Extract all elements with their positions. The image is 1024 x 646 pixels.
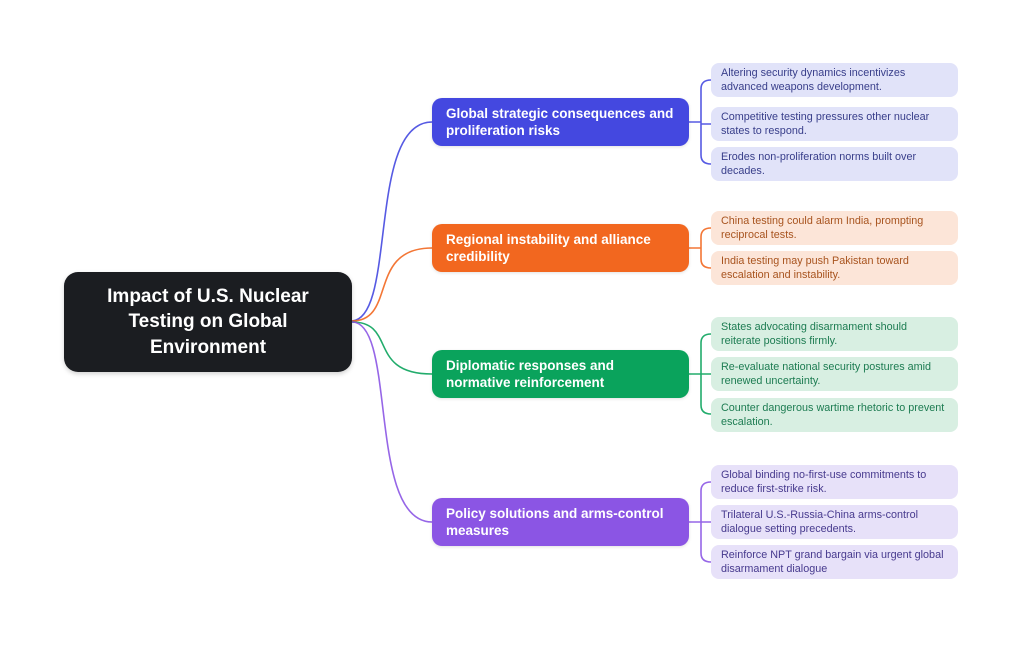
connector-root-to-branch-3: [351, 321, 433, 375]
leaf-node[interactable]: Erodes non-proliferation norms built ove…: [711, 147, 958, 181]
connector-root-to-branch-2: [351, 247, 433, 322]
leaf-node[interactable]: Re-evaluate national security postures a…: [711, 357, 958, 391]
connector-root-to-branch-4: [351, 321, 433, 523]
root-node[interactable]: Impact of U.S. Nuclear Testing on Global…: [64, 272, 352, 372]
connector-branch-4-leaves: [688, 481, 712, 563]
branch-node-policy[interactable]: Policy solutions and arms-control measur…: [432, 498, 689, 546]
leaf-node[interactable]: Competitive testing pressures other nucl…: [711, 107, 958, 141]
branch-node-diplomatic[interactable]: Diplomatic responses and normative reinf…: [432, 350, 689, 398]
leaf-node[interactable]: India testing may push Pakistan toward e…: [711, 251, 958, 285]
connector-branch-3-leaves: [688, 333, 712, 415]
leaf-node[interactable]: Trilateral U.S.-Russia-China arms-contro…: [711, 505, 958, 539]
leaf-node[interactable]: States advocating disarmament should rei…: [711, 317, 958, 351]
leaf-node[interactable]: Reinforce NPT grand bargain via urgent g…: [711, 545, 958, 579]
branch-node-strategic[interactable]: Global strategic consequences and prolif…: [432, 98, 689, 146]
leaf-node[interactable]: Counter dangerous wartime rhetoric to pr…: [711, 398, 958, 432]
branch-node-regional[interactable]: Regional instability and alliance credib…: [432, 224, 689, 272]
connector-branch-1-leaves: [688, 79, 712, 165]
leaf-node[interactable]: Altering security dynamics incentivizes …: [711, 63, 958, 97]
connector-root-to-branch-1: [351, 121, 433, 322]
connector-branch-2-leaves: [688, 227, 712, 269]
leaf-node[interactable]: Global binding no-first-use commitments …: [711, 465, 958, 499]
leaf-node[interactable]: China testing could alarm India, prompti…: [711, 211, 958, 245]
